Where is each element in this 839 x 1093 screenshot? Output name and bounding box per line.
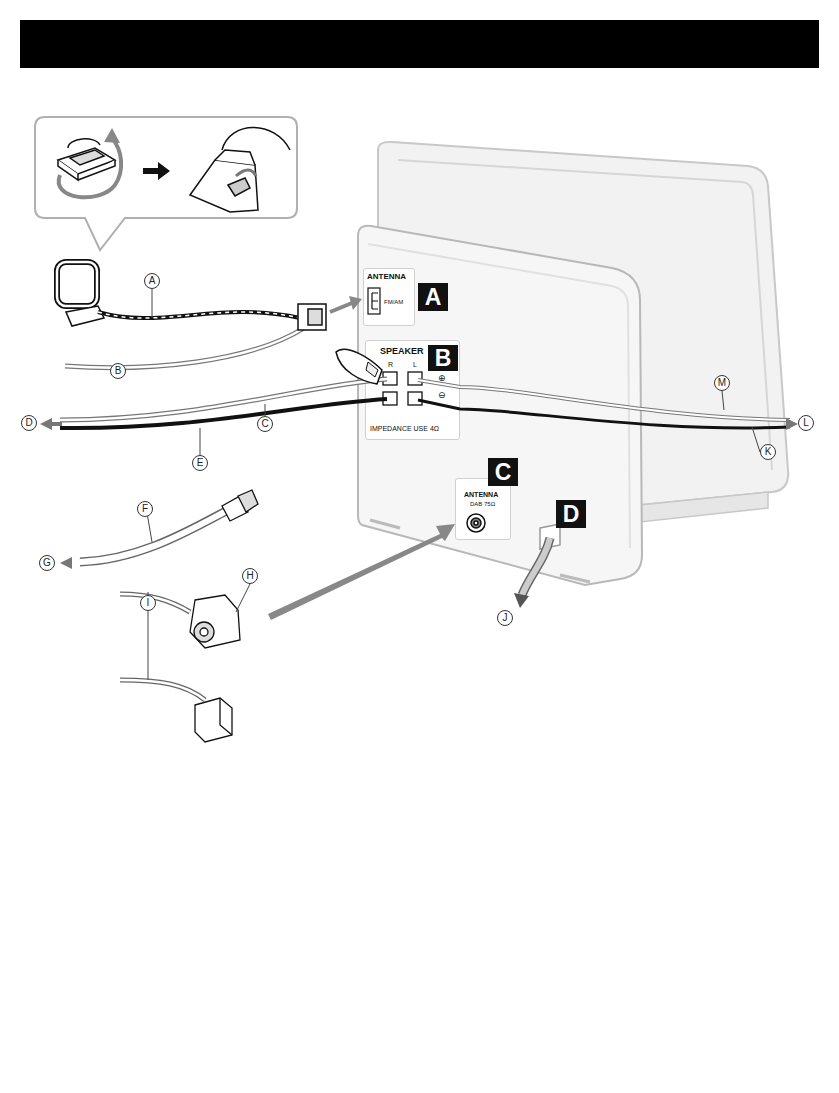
- finger: [336, 349, 382, 384]
- panel-text: ANTENNA: [367, 273, 406, 281]
- section-letter: C: [495, 461, 512, 484]
- dab-cable-i: [120, 680, 205, 700]
- power-cord-arrow: [514, 593, 529, 608]
- dab-cable-h-core: [120, 594, 190, 612]
- loop-antenna: [57, 262, 104, 326]
- antenna-cable-twist: [98, 312, 300, 318]
- section-letter: D: [563, 503, 580, 526]
- fingernail: [366, 362, 378, 377]
- callout-letter: F: [137, 501, 153, 517]
- callout-letter: K: [760, 444, 776, 460]
- section-tag: A: [418, 283, 448, 311]
- panel-text: ANTENNA: [464, 491, 498, 498]
- speaker-wire-r-plus-core: [60, 379, 387, 420]
- panel-text: FM/AM: [384, 299, 403, 305]
- callout-letter: L: [798, 415, 814, 431]
- power-cord-core: [522, 538, 550, 595]
- callout-letter: D: [21, 415, 37, 431]
- speaker-wire-l-minus: [418, 400, 790, 428]
- power-cord: [522, 538, 550, 595]
- fm-wire-antenna: [65, 328, 304, 368]
- coax-plug: [222, 490, 258, 521]
- speaker-wire-r-plus: [60, 379, 387, 420]
- arrow-right: [786, 418, 798, 430]
- section-letter: B: [435, 347, 452, 370]
- callout-letter: E: [192, 455, 208, 471]
- panel-text: ⊖: [438, 391, 446, 400]
- section-letter: A: [425, 286, 442, 309]
- section-tag: B: [428, 345, 458, 371]
- arrow-left-g: [60, 557, 72, 569]
- panel-text: R: [388, 361, 393, 368]
- fm-wire-antenna-core: [65, 328, 304, 368]
- fm-am-terminal: [368, 288, 380, 314]
- header-bar: [20, 20, 819, 68]
- dab-connector: [467, 514, 485, 532]
- panel-text: SPEAKER: [380, 347, 424, 356]
- inset-frame: [35, 117, 297, 250]
- rotate-arrow: [59, 138, 121, 197]
- click-arrow: [236, 170, 256, 176]
- rotate-arrow-head: [104, 128, 120, 143]
- callout-letter: B: [110, 363, 126, 379]
- antenna-cable: [98, 312, 300, 318]
- callout-letter: A: [144, 273, 160, 289]
- callout-letter: I: [140, 595, 156, 611]
- insert-arrow: [330, 303, 352, 312]
- section-tag: C: [488, 458, 518, 486]
- speaker-wire-r-minus: [60, 399, 387, 428]
- callout-letter: M: [714, 375, 730, 391]
- arrow-left-shaft: [52, 422, 62, 426]
- coax-cable-core: [80, 510, 228, 562]
- dab-cable-h: [120, 594, 190, 612]
- callout-letter: J: [497, 610, 513, 626]
- terminal-panel: ANTENNA DAB 75Ω: [455, 478, 511, 540]
- leader-lines: [118, 289, 760, 680]
- insert-arrow-head: [349, 296, 362, 310]
- unit-back-body: [358, 226, 642, 585]
- speaker-wire-l-plus: [418, 380, 790, 420]
- antenna-plug: [298, 304, 326, 330]
- callout-letter: C: [257, 416, 273, 432]
- dab-plug-h: [190, 595, 240, 648]
- callout-letter: G: [39, 555, 55, 571]
- inset-antenna-click: [190, 128, 290, 213]
- coax-cable: [80, 510, 228, 562]
- inset-antenna-stand: [58, 139, 115, 180]
- panel-text: IMPEDANCE USE 4Ω: [370, 425, 439, 432]
- speaker-wire-l-plus-core: [418, 380, 790, 420]
- step-arrow: [143, 162, 170, 180]
- unit-foot: [640, 492, 768, 522]
- section-tag: D: [556, 500, 586, 528]
- callout-letter: H: [242, 568, 258, 584]
- panel-text: DAB 75Ω: [470, 501, 495, 507]
- dab-plug-i: [195, 698, 232, 742]
- speaker-terminals: [383, 372, 422, 405]
- dab-cable-i-core: [120, 680, 205, 700]
- connect-arrow: [268, 524, 455, 620]
- panel-text: L: [413, 361, 417, 368]
- arrow-left: [40, 418, 52, 430]
